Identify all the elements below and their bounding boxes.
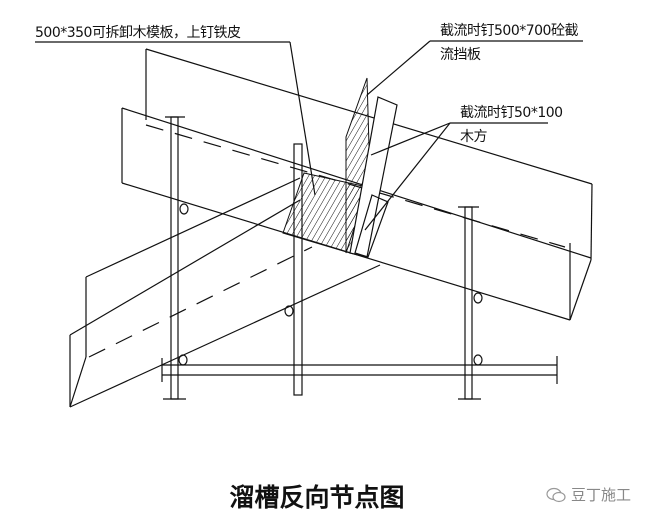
- lower-trough: [69, 177, 381, 408]
- scaffold: [161, 116, 558, 400]
- watermark: 豆丁施工: [545, 484, 631, 505]
- wechat-icon: [546, 487, 566, 502]
- timber-batten-lower: [354, 194, 389, 258]
- formwork-label: 500*350可拆卸木模板，上钉铁皮: [35, 25, 241, 41]
- baffle-label-line1: 截流时钉500*700砼截: [440, 23, 578, 39]
- baffle-label-line2: 流挡板: [440, 47, 481, 63]
- timber-label-line1: 截流时钉50*100: [460, 105, 563, 121]
- timber-label-line2: 木方: [460, 129, 488, 145]
- leader-lines: [35, 40, 583, 231]
- diagram-caption: 溜槽反向节点图: [229, 483, 405, 512]
- watermark-text: 豆丁施工: [571, 486, 632, 504]
